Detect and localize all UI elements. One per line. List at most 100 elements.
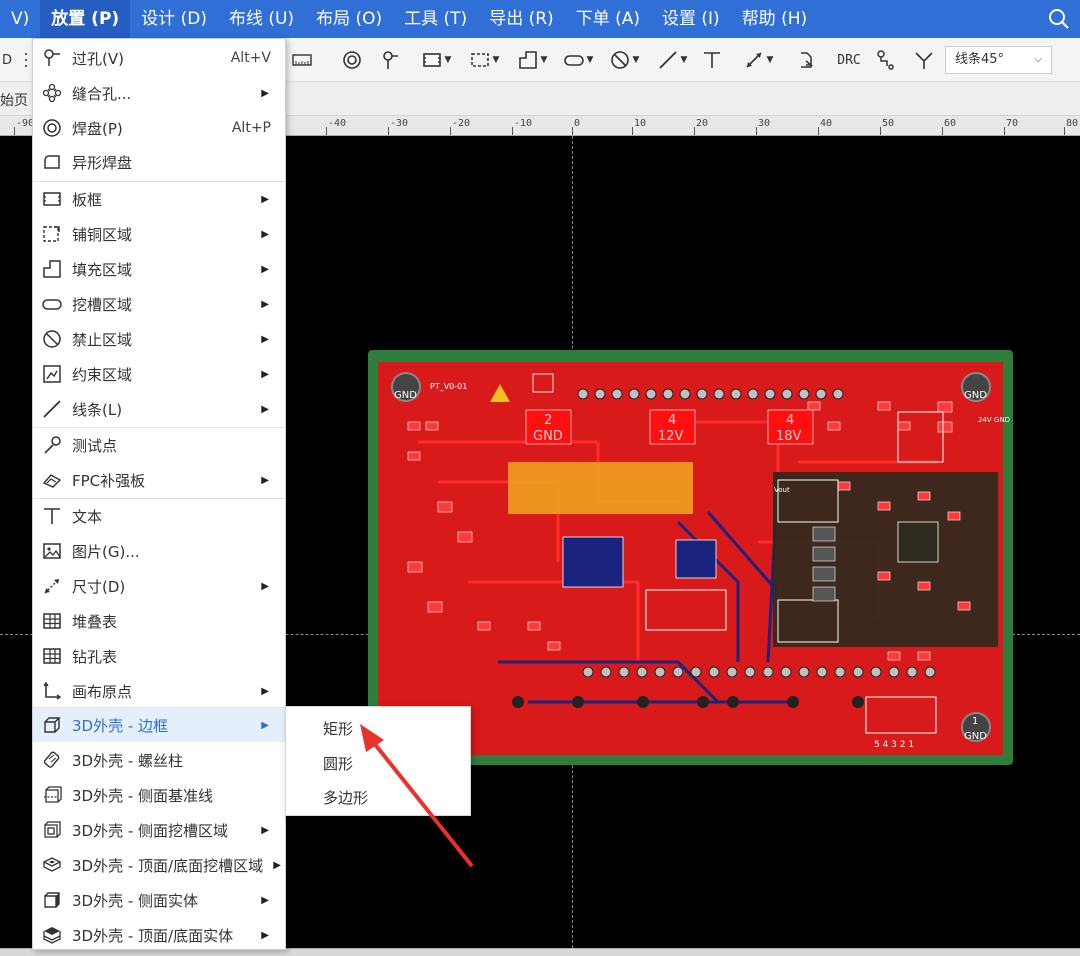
copper-pour-tool-icon[interactable]: ▼: [464, 46, 504, 74]
pad-12v: [649, 409, 696, 445]
menu-item-stackup-table[interactable]: 堆叠表: [33, 604, 285, 638]
menu-item-stitch-via[interactable]: 缝合孔... ▶: [33, 76, 285, 110]
search-icon[interactable]: [1048, 8, 1070, 30]
text-tool-icon[interactable]: [700, 46, 724, 74]
chevron-right-icon: ▶: [261, 263, 269, 275]
menu-item-test-point[interactable]: 测试点: [33, 428, 285, 462]
menu-item-dimension[interactable]: 尺寸(D) ▶: [33, 569, 285, 603]
dimension-tool-icon[interactable]: ▼: [738, 46, 778, 74]
fill-region-icon: [41, 258, 63, 280]
submenu-item-circle[interactable]: 圆形: [323, 755, 354, 773]
menu-item-3d-side-solid[interactable]: 3D外壳 - 侧面实体 ▶: [33, 883, 285, 917]
route-track-icon[interactable]: [874, 46, 898, 74]
ruler-tick-label: -30: [390, 118, 409, 129]
ruler-tick-label: 60: [944, 118, 957, 129]
menu-item-3d-top-bottom-slot[interactable]: 3D外壳 - 顶面/底面挖槽区域 ▶: [33, 848, 285, 882]
copper-pour-icon: [41, 223, 63, 245]
tab-start-page[interactable]: 始页: [0, 93, 28, 109]
menu-item-via[interactable]: 过孔(V) Alt+V: [33, 41, 285, 75]
pad-tool-icon[interactable]: [340, 46, 364, 74]
menu-item-3d-side-baseline[interactable]: 3D外壳 - 侧面基准线: [33, 778, 285, 812]
silk-pad-num-3: 4: [786, 413, 794, 428]
menu-item-constraint-region[interactable]: 约束区域 ▶: [33, 357, 285, 391]
ruler-tool-icon[interactable]: [290, 46, 314, 74]
menu-view[interactable]: V): [11, 9, 30, 29]
menu-item-drill-table[interactable]: 钻孔表: [33, 639, 285, 673]
ruler-tick-label: -20: [452, 118, 471, 129]
submenu-item-rectangle[interactable]: 矩形: [323, 720, 354, 738]
menu-item-pad[interactable]: 焊盘(P) Alt+P: [33, 111, 285, 145]
pad-gnd: [525, 409, 572, 445]
drill-table-icon: [41, 645, 63, 667]
pcb-artwork: GND GND GND 1 PT_V0-01 2 GND 4 12V 4 18V…: [391, 372, 1010, 750]
menu-item-slot-region[interactable]: 挖槽区域 ▶: [33, 287, 285, 321]
silk-gnd-top-right: GND: [964, 390, 987, 401]
keepout-icon: [41, 328, 63, 350]
enclosure-frame-submenu: 矩形 圆形 多边形: [285, 706, 471, 816]
menu-item-3d-enclosure-frame[interactable]: 3D外壳 - 边框 ▶: [33, 708, 285, 742]
silk-board-name: PT_V0-01: [430, 382, 467, 391]
drc-button[interactable]: DRC: [837, 52, 861, 68]
dimension-icon: [41, 575, 63, 597]
slot-region-icon: [41, 293, 63, 315]
pcb-board[interactable]: GND GND GND 1 PT_V0-01 2 GND 4 12V 4 18V…: [378, 362, 1010, 755]
constraint-region-icon: [41, 363, 63, 385]
chevron-right-icon: ▶: [261, 929, 269, 941]
toolbar-fragment[interactable]: D: [1, 52, 12, 68]
menu-item-board-outline[interactable]: 板框 ▶: [33, 182, 285, 216]
chevron-right-icon: ▶: [261, 719, 269, 731]
ruler-tick-label: 20: [696, 118, 709, 129]
chevron-down-icon: ⌵: [1034, 54, 1042, 65]
ruler-tick-mark: [512, 127, 513, 135]
line-tool-icon[interactable]: ▼: [652, 46, 692, 74]
highlighted-module: [508, 462, 693, 514]
menu-help[interactable]: 帮助 (H): [741, 9, 808, 29]
screw-post-icon: [41, 749, 63, 771]
ruler-tick-mark: [450, 127, 451, 135]
menu-item-3d-top-bottom-solid[interactable]: 3D外壳 - 顶面/底面实体 ▶: [33, 918, 285, 952]
menu-item-fill-region[interactable]: 填充区域 ▶: [33, 252, 285, 286]
slot-tool-icon[interactable]: ▼: [558, 46, 598, 74]
ruler-tick-mark: [942, 127, 943, 135]
menu-item-fpc-stiffener[interactable]: FPC补强板 ▶: [33, 463, 285, 497]
menu-place[interactable]: 放置 (P): [40, 0, 131, 38]
chevron-right-icon: ▶: [261, 298, 269, 310]
chevron-right-icon: ▶: [261, 403, 269, 415]
silk-pad-label-3: 18V: [776, 429, 802, 444]
fill-region-tool-icon[interactable]: ▼: [512, 46, 552, 74]
via-tool-icon[interactable]: [378, 46, 402, 74]
menu-item-line[interactable]: 线条(L) ▶: [33, 392, 285, 426]
board-outline-tool-icon[interactable]: ▼: [416, 46, 456, 74]
menu-layout[interactable]: 布局 (O): [316, 9, 383, 29]
ruler-tick-mark: [14, 127, 15, 135]
image-icon: [41, 540, 63, 562]
menu-design[interactable]: 设计 (D): [141, 9, 207, 29]
menu-item-canvas-origin[interactable]: 画布原点 ▶: [33, 674, 285, 708]
ruler-tick-mark: [632, 127, 633, 135]
menu-item-3d-screw-post[interactable]: 3D外壳 - 螺丝柱: [33, 743, 285, 777]
bottom-layer-tabs[interactable]: [0, 948, 1080, 956]
chevron-right-icon: ▶: [273, 859, 281, 871]
ruler-tick-label: -40: [328, 118, 347, 129]
menu-item-text[interactable]: 文本: [33, 499, 285, 533]
keepout-tool-icon[interactable]: ▼: [604, 46, 644, 74]
ruler-tick-label: 10: [634, 118, 647, 129]
menu-item-copper-pour[interactable]: 铺铜区域 ▶: [33, 217, 285, 251]
submenu-item-polygon[interactable]: 多边形: [323, 789, 369, 807]
menu-route[interactable]: 布线 (U): [228, 9, 295, 29]
chevron-right-icon: ▶: [261, 368, 269, 380]
top-bottom-solid-icon: [41, 924, 63, 946]
silk-mounting-number: 1: [972, 716, 978, 727]
menu-tools[interactable]: 工具 (T): [404, 9, 468, 29]
menu-export[interactable]: 导出 (R): [489, 9, 554, 29]
menu-item-3d-side-slot[interactable]: 3D外壳 - 侧面挖槽区域 ▶: [33, 813, 285, 847]
route-45-icon[interactable]: [912, 46, 936, 74]
menu-order[interactable]: 下单 (A): [575, 9, 640, 29]
menu-item-keepout[interactable]: 禁止区域 ▶: [33, 322, 285, 356]
import-changes-icon[interactable]: [796, 46, 820, 74]
line-mode-select[interactable]: 线条45° ⌵: [945, 46, 1052, 74]
menu-item-image[interactable]: 图片(G)...: [33, 534, 285, 568]
menu-settings[interactable]: 设置 (I): [662, 9, 720, 29]
menu-item-custom-pad[interactable]: 异形焊盘: [33, 145, 285, 179]
dark-copper-region: [773, 472, 998, 647]
